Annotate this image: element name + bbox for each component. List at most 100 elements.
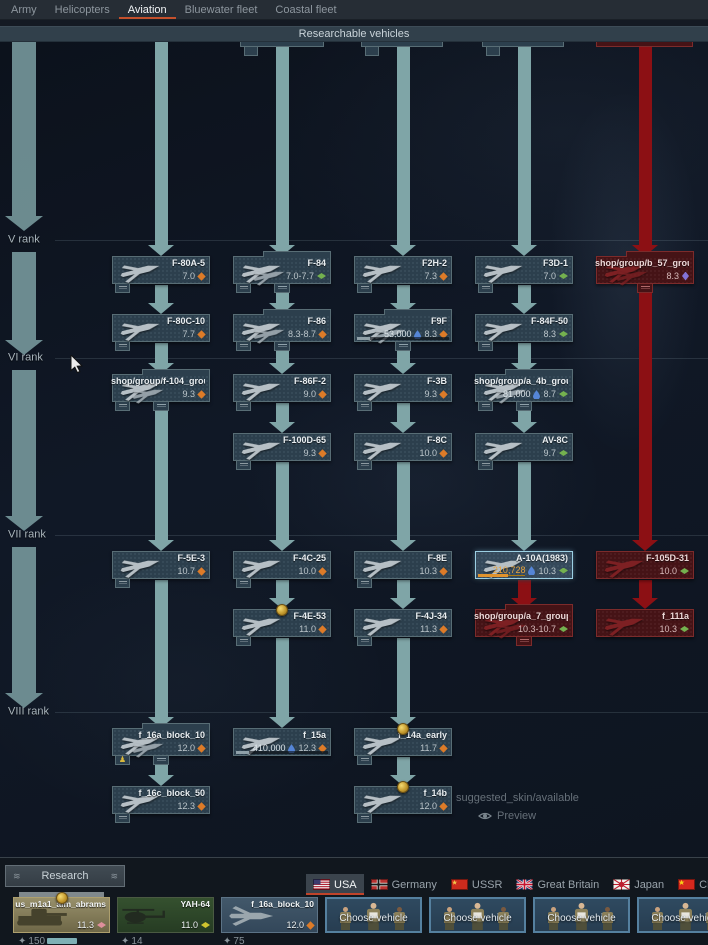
modification-subtab[interactable] xyxy=(357,461,372,470)
modification-subtab[interactable] xyxy=(357,814,372,823)
modification-subtab[interactable] xyxy=(478,461,493,470)
research-button[interactable]: ≋ Research ≋ xyxy=(5,865,125,887)
modification-subtab[interactable] xyxy=(115,814,130,823)
modification-subtab[interactable] xyxy=(236,461,251,470)
soldier-figure xyxy=(366,902,381,931)
group-expand-connector[interactable] xyxy=(516,636,532,646)
vehicle-status-icon xyxy=(682,271,689,281)
modification-subtab[interactable] xyxy=(115,342,130,351)
tab-army[interactable]: Army xyxy=(2,0,46,19)
researchable-vehicles-title: Researchable vehicles xyxy=(298,28,410,40)
tab-helicopters[interactable]: Helicopters xyxy=(46,0,119,19)
vehicle-info-row: 12.0 xyxy=(177,743,206,753)
country-tab-ussr[interactable]: USSR xyxy=(444,874,510,895)
vehicle-status-icon xyxy=(197,329,206,339)
modification-subtab[interactable] xyxy=(478,342,493,351)
modification-subtab[interactable] xyxy=(357,402,372,411)
soldier-figure xyxy=(678,902,693,931)
modification-subtab[interactable] xyxy=(357,579,372,588)
modification-subtab[interactable] xyxy=(478,402,493,411)
group-expand-connector[interactable] xyxy=(274,341,290,351)
modification-subtab[interactable] xyxy=(115,402,130,411)
group-expand-connector[interactable] xyxy=(153,401,169,411)
subtab-lines-icon xyxy=(118,404,127,408)
group-expand-connector[interactable] xyxy=(395,341,411,351)
choose-vehicle-slot[interactable]: Choose vehicle xyxy=(637,897,708,933)
researchable-vehicles-header[interactable]: Researchable vehicles xyxy=(0,26,708,42)
choose-vehicle-slot[interactable]: Choose vehicle xyxy=(533,897,630,933)
vehicle-status-icon xyxy=(197,566,206,576)
vehicle-name: f_15a xyxy=(302,730,326,740)
modification-subtab[interactable] xyxy=(357,637,372,646)
subtab-lines-icon xyxy=(239,404,248,408)
group-expand-connector[interactable] xyxy=(637,283,653,293)
modification-subtab[interactable] xyxy=(236,284,251,293)
modification-subtab[interactable] xyxy=(236,637,251,646)
battle-rating: 7.0 xyxy=(543,271,556,281)
slot-vehicle-name: us_m1a1_aim_abrams xyxy=(15,899,106,909)
modification-subtab[interactable] xyxy=(478,284,493,293)
group-expand-connector[interactable] xyxy=(153,755,169,765)
vehicle-status-icon xyxy=(318,389,327,399)
vehicle-info-row: 9.3 xyxy=(303,448,327,458)
modification-subtab[interactable] xyxy=(236,579,251,588)
map-paper xyxy=(473,912,482,919)
choose-vehicle-slot[interactable]: Choose vehicle xyxy=(429,897,526,933)
research-line xyxy=(276,291,289,303)
modification-subtab[interactable]: ♟ xyxy=(115,756,130,765)
modification-subtab[interactable] xyxy=(357,284,372,293)
modification-subtab[interactable] xyxy=(115,579,130,588)
choose-vehicle-slot[interactable]: Choose vehicle xyxy=(325,897,422,933)
modification-subtab[interactable] xyxy=(236,402,251,411)
research-line xyxy=(397,757,410,775)
modification-subtab[interactable] xyxy=(115,284,130,293)
country-tab-usa[interactable]: USA xyxy=(306,874,364,895)
tab-bluewater-fleet[interactable]: Bluewater fleet xyxy=(176,0,267,19)
country-tab-germany[interactable]: Germany xyxy=(364,874,444,895)
modification-subtab[interactable] xyxy=(357,756,372,765)
group-expand-connector[interactable] xyxy=(516,401,532,411)
country-tab-japan[interactable]: Japan xyxy=(606,874,671,895)
country-tab-china[interactable]: China xyxy=(671,874,708,895)
tab-aviation[interactable]: Aviation xyxy=(119,0,176,19)
skin-preview-button[interactable]: Preview xyxy=(478,810,536,822)
tab-coastal-fleet[interactable]: Coastal fleet xyxy=(266,0,345,19)
rank-progress-arrow xyxy=(12,252,36,340)
group-expand-connector[interactable] xyxy=(274,283,290,293)
country-tab-great-britain[interactable]: Great Britain xyxy=(509,874,606,895)
modification-subtab[interactable] xyxy=(236,342,251,351)
